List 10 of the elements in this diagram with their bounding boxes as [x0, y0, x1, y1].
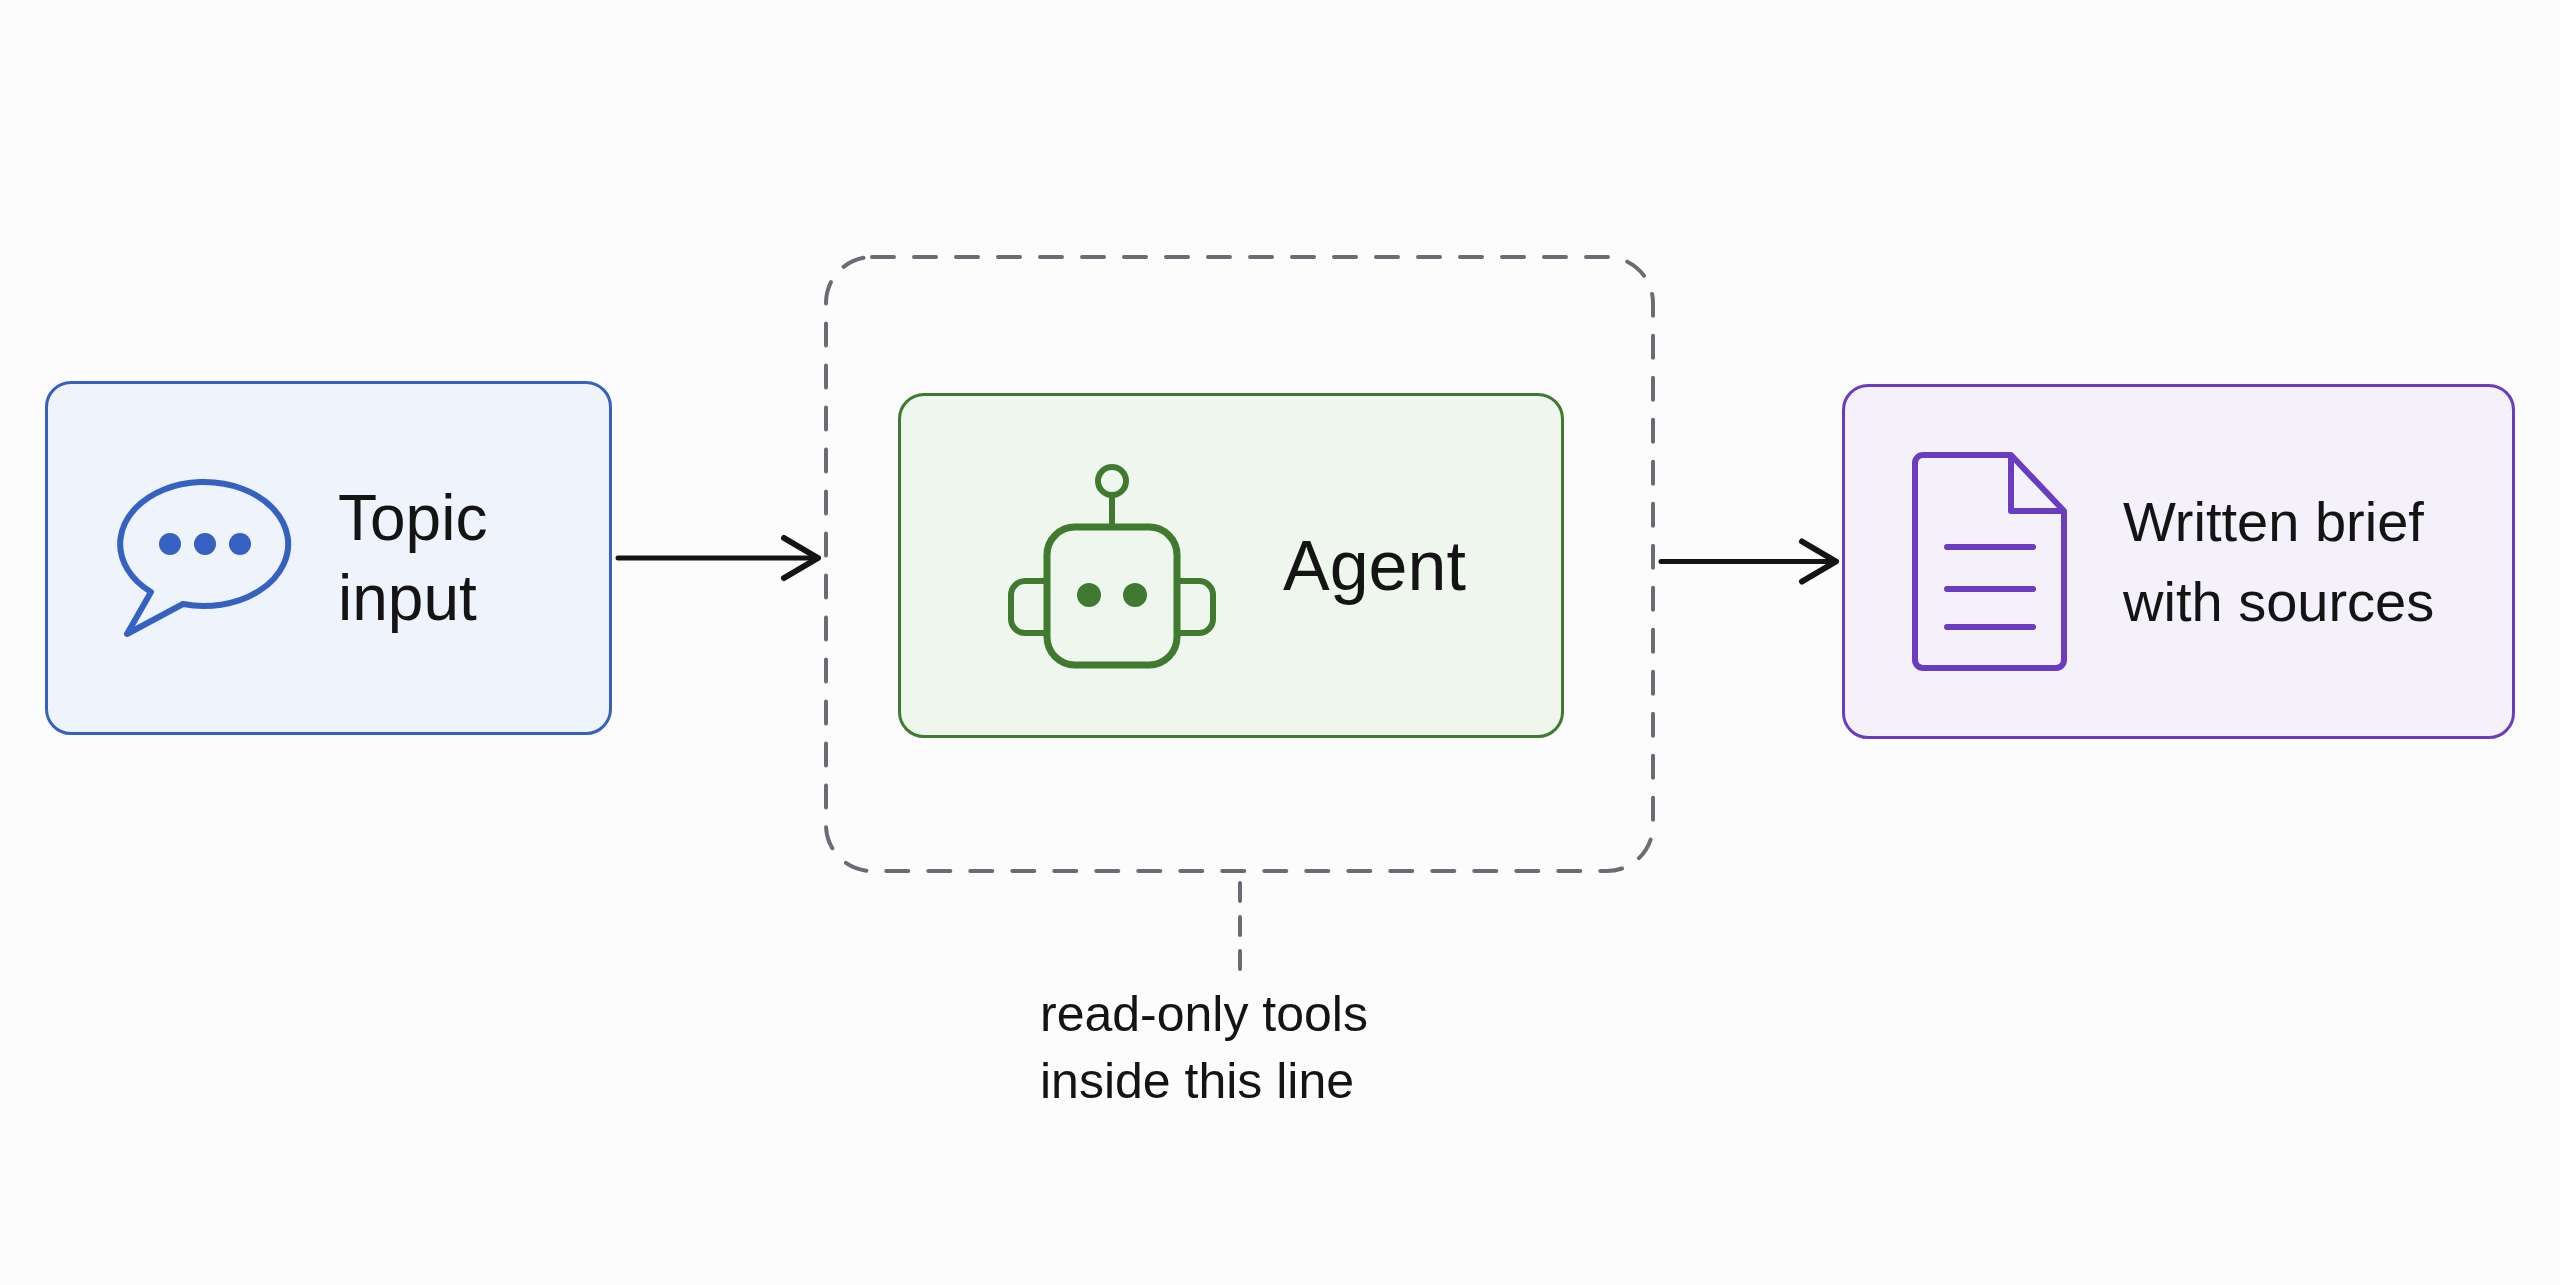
arrow — [615, 535, 821, 581]
node-label: Agent — [1283, 525, 1466, 607]
dashed-boundary — [824, 255, 1655, 873]
arrow — [1658, 538, 1839, 585]
process-box — [45, 381, 612, 735]
node-label: Topic input — [338, 481, 489, 636]
process-box — [898, 393, 1564, 738]
process-box — [1842, 384, 2515, 739]
node-label: Written brief with sources — [2123, 488, 2436, 635]
note-text: read-only tools inside this line — [1040, 985, 1369, 1111]
